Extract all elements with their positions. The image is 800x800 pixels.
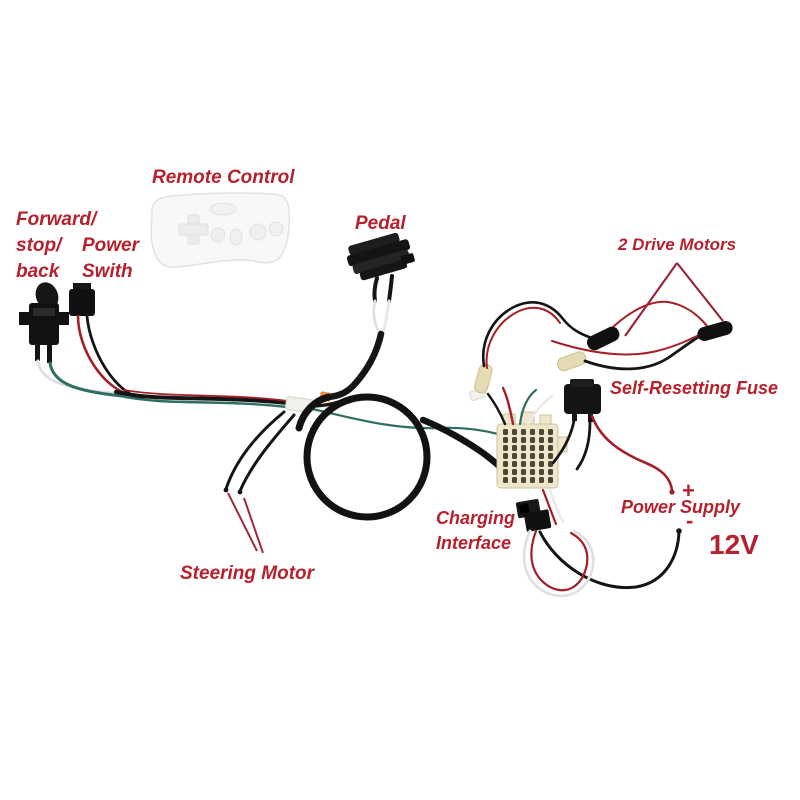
vent-slot [539,461,544,467]
vent-slot [503,437,508,443]
vent-slot [512,461,517,467]
vent-slot [503,453,508,459]
pedal-connector [346,232,415,281]
vent-slot [521,477,526,483]
charging-interface-label: Charging Interface [436,508,515,553]
dpad-icon [178,214,209,245]
vent-slot [530,477,535,483]
vent-slot [539,453,544,459]
pedal-label: Pedal [355,213,406,234]
vent-slot [548,429,553,435]
steering-motor-label: Steering Motor [180,563,315,584]
voltage-label: 12V [709,529,759,560]
vent-slot [548,445,553,451]
power-switch-label: Power Swith [82,235,140,282]
box-top-wires [486,386,554,426]
drive-motor-connector-1 [587,326,620,351]
vent-slot [503,469,508,475]
vent-slot [521,437,526,443]
charging-interface-connector [515,498,552,532]
vent-grid [503,429,553,483]
drive-motor-connector-2 [697,320,733,342]
vent-slot [530,461,535,467]
self-resetting-fuse [564,379,601,422]
power-switch-connector [69,283,95,316]
cable-loop [295,393,504,521]
vent-slot [539,477,544,483]
forward-stop-back-switch [19,282,69,363]
vent-slot [512,469,517,475]
drive-motor-wires [481,300,708,371]
power-supply-label: Power Supply [621,497,741,517]
steering-motor-pointer-lines [227,492,264,554]
vent-slot [548,437,553,443]
vent-slot [539,429,544,435]
vent-slot [521,429,526,435]
vent-slot [512,477,517,483]
vent-slot [512,437,517,443]
vent-slot [530,437,535,443]
vent-slot [548,469,553,475]
vent-slot [503,461,508,467]
vent-slot [548,453,553,459]
vent-slot [548,477,553,483]
vent-slot [530,453,535,459]
fuse-label: Self-Resetting Fuse [610,378,779,398]
vent-slot [539,445,544,451]
remote-control-device [150,192,290,268]
vent-slot [503,445,508,451]
vent-slot [530,429,535,435]
steering-motor-wires [223,410,296,495]
vent-slot [503,477,508,483]
vent-slot [512,445,517,451]
forward-stop-back-label: Forward/ stop/ back [16,209,97,282]
bullet-connector-right [556,351,587,372]
minus-sign: - [686,508,694,533]
vent-slot [521,453,526,459]
vent-slot [521,469,526,475]
remote-control-label: Remote Control [152,167,295,188]
vent-slot [503,429,508,435]
charging-wires [522,488,595,598]
vent-slot [521,445,526,451]
pedal-wires [325,274,394,401]
vent-slot [512,453,517,459]
fuse-wires [551,419,592,471]
vent-slot [512,429,517,435]
plus-sign: + [682,478,695,503]
vent-slot [539,437,544,443]
remote-buttons [210,221,284,246]
vent-slot [521,461,526,467]
control-box [496,411,568,489]
drive-motors-label: 2 Drive Motors [618,235,737,254]
vent-slot [539,469,544,475]
vent-slot [530,445,535,451]
drive-motors-pointer-lines [624,262,724,337]
vent-slot [530,469,535,475]
speaker-icon [209,202,237,216]
bullet-connector-left [474,363,493,394]
wire-bundle [114,389,290,409]
power-supply-wires [538,414,682,590]
